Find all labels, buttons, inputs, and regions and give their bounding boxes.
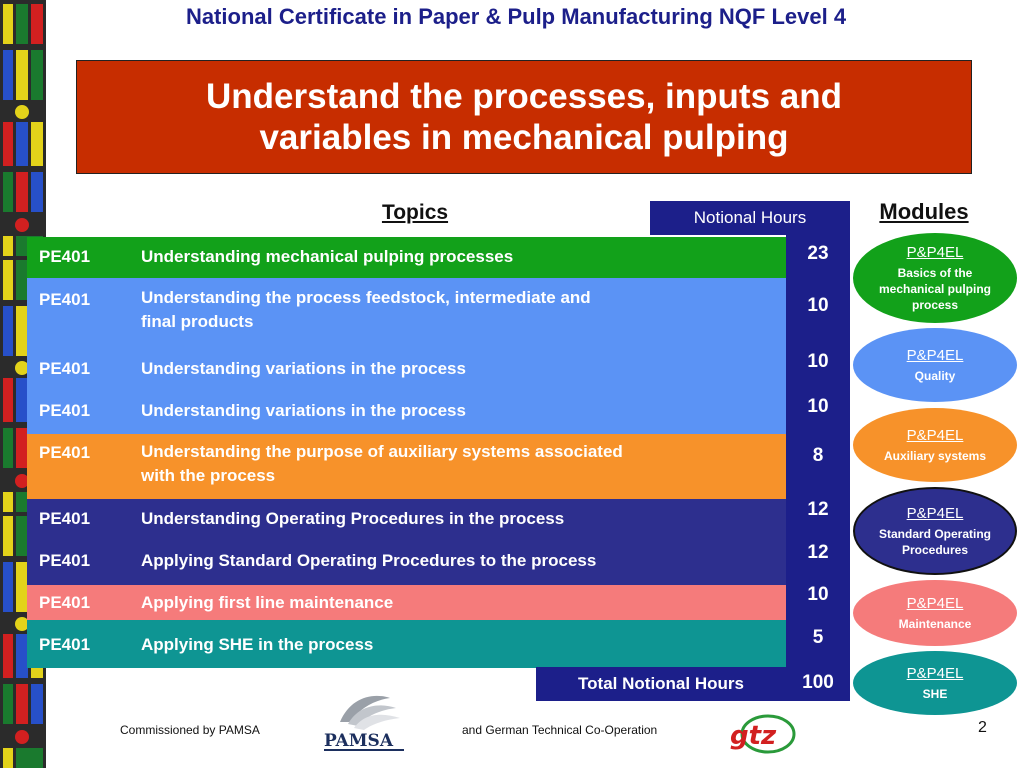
topic-row: PE401 Applying SHE in the process: [27, 620, 786, 668]
module-code: PE401: [39, 593, 91, 612]
module-ellipse[interactable]: P&P4EL Basics of the mechanical pulping …: [853, 233, 1017, 323]
hours-value: 10: [807, 351, 829, 372]
svg-text:PAMSA: PAMSA: [324, 731, 394, 751]
module-code-link[interactable]: P&P4EL: [906, 243, 964, 261]
hours-value: 23: [807, 243, 829, 264]
slide-title-line-1: Understand the processes, inputs and: [206, 77, 842, 116]
module-code: PE401: [39, 509, 91, 528]
hours-value: 5: [812, 627, 824, 648]
topic-text-line-2: with the process: [141, 466, 276, 485]
course-header-title: National Certificate in Paper & Pulp Man…: [185, 4, 847, 29]
module-description: Standard Operating Procedures: [879, 526, 991, 558]
topic-row: PE401 Applying Standard Operating Proced…: [27, 541, 786, 585]
module-ellipse[interactable]: P&P4EL Maintenance: [853, 580, 1017, 646]
topic-row: PE401 Applying first line maintenance: [27, 585, 786, 620]
topic-text: Understanding variations in the process: [141, 401, 466, 420]
hours-value: 12: [807, 542, 829, 563]
topic-row: PE401 Understanding variations in the pr…: [27, 390, 786, 434]
total-notional-hours-value: 100: [802, 672, 834, 693]
total-notional-hours-label: Total Notional Hours: [536, 667, 786, 701]
module-code-link[interactable]: P&P4EL: [906, 594, 964, 612]
hours-value: 8: [812, 445, 824, 466]
topic-text: Understanding the process feedstock, int…: [141, 286, 691, 334]
module-description-line: Basics of the: [897, 265, 973, 280]
topic-row: PE401 Understanding variations in the pr…: [27, 348, 786, 390]
slide-title: Understand the processes, inputs and var…: [206, 76, 842, 158]
module-description-line: Procedures: [901, 542, 968, 557]
module-ellipse[interactable]: P&P4EL Standard Operating Procedures: [853, 487, 1017, 575]
topic-text: Understanding the purpose of auxiliary s…: [141, 440, 691, 488]
topic-text-line-2: final products: [141, 312, 254, 331]
module-code: PE401: [39, 401, 91, 420]
module-code-link[interactable]: P&P4EL: [906, 426, 964, 444]
topic-text: Understanding mechanical pulping process…: [141, 247, 514, 266]
module-code: PE401: [39, 443, 91, 462]
module-description: Auxiliary systems: [884, 448, 986, 464]
modules-heading: Modules: [879, 199, 969, 224]
module-ellipse[interactable]: P&P4EL Quality: [853, 328, 1017, 402]
topic-row: PE401 Understanding the process feedstoc…: [27, 278, 786, 348]
module-description-line: Auxiliary systems: [883, 448, 987, 463]
page-number: 2: [978, 719, 987, 736]
topic-row: PE401 Understanding the purpose of auxil…: [27, 434, 786, 499]
module-code: PE401: [39, 247, 91, 266]
module-ellipse[interactable]: P&P4EL Auxiliary systems: [853, 408, 1017, 482]
module-code-link[interactable]: P&P4EL: [906, 346, 964, 364]
module-code-link[interactable]: P&P4EL: [906, 664, 964, 682]
module-description: SHE: [923, 686, 948, 702]
hours-value: 12: [807, 499, 829, 520]
notional-hours-header: Notional Hours: [650, 201, 850, 235]
hours-value: 10: [807, 584, 829, 605]
topic-text-line-1: Understanding the purpose of auxiliary s…: [141, 442, 623, 461]
topic-row: PE401 Understanding Operating Procedures…: [27, 499, 786, 541]
topic-text: Applying first line maintenance: [141, 593, 394, 612]
hours-value: 10: [807, 396, 829, 417]
topic-text: Applying Standard Operating Procedures t…: [141, 551, 597, 570]
module-description-line: mechanical pulping: [878, 281, 992, 296]
module-description: Maintenance: [899, 616, 972, 632]
pamsa-logo: PAMSA: [320, 688, 410, 758]
svg-text:gtz: gtz: [730, 721, 777, 751]
slide-title-box: Understand the processes, inputs and var…: [76, 60, 972, 174]
module-description: Quality: [915, 368, 956, 384]
module-description-line: process: [911, 297, 959, 312]
topic-text: Understanding Operating Procedures in th…: [141, 509, 565, 528]
topic-row: PE401 Understanding mechanical pulping p…: [27, 237, 786, 278]
notional-hours-column: [786, 235, 850, 701]
gtz-logo: gtz: [726, 712, 798, 756]
module-description-line: Standard Operating: [878, 526, 991, 541]
module-ellipse[interactable]: P&P4EL SHE: [853, 651, 1017, 715]
topics-heading: Topics: [381, 201, 449, 224]
module-code: PE401: [39, 290, 91, 309]
slide-title-line-2: variables in mechanical pulping: [259, 118, 789, 157]
hours-value: 10: [807, 295, 829, 316]
module-code: PE401: [39, 635, 91, 654]
footer-german-cooperation: and German Technical Co-Operation: [462, 723, 658, 737]
module-description-line: SHE: [922, 686, 948, 701]
topic-text-line-1: Understanding the process feedstock, int…: [141, 288, 591, 307]
module-code: PE401: [39, 551, 91, 570]
module-description-line: Maintenance: [898, 616, 972, 631]
module-description: Basics of the mechanical pulping process: [879, 265, 991, 313]
module-description-line: Quality: [914, 368, 956, 383]
module-code: PE401: [39, 359, 91, 378]
topic-text: Applying SHE in the process: [141, 635, 374, 654]
topic-text: Understanding variations in the process: [141, 359, 466, 378]
module-code-link[interactable]: P&P4EL: [906, 504, 964, 522]
footer-commissioned: Commissioned by PAMSA: [120, 723, 260, 737]
